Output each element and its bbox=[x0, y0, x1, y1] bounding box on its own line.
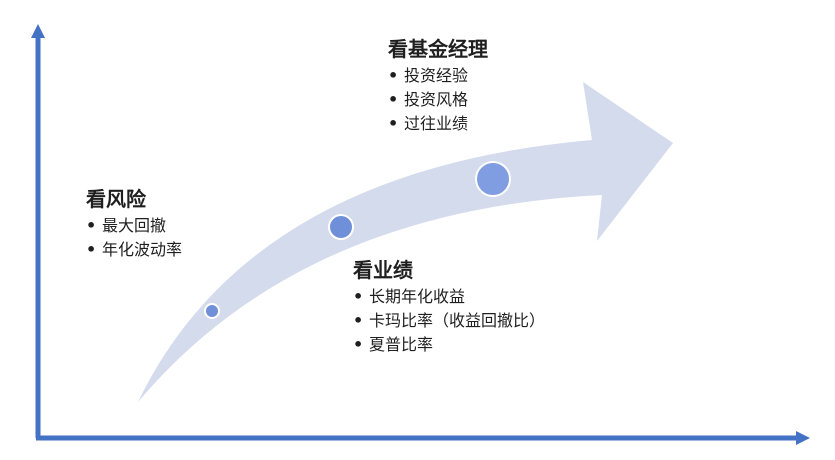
list-item: • 投资风格 bbox=[388, 88, 488, 112]
stage-manager: 看基金经理 • 投资经验 • 投资风格 • 过往业绩 bbox=[388, 36, 488, 136]
list-item-label: 夏普比率 bbox=[369, 335, 434, 354]
stage-dot-small bbox=[204, 303, 220, 319]
list-item: • 年化波动率 bbox=[86, 238, 182, 262]
stage-risk: 看风险 • 最大回撤 • 年化波动率 bbox=[86, 186, 182, 262]
growth-arrow-shape bbox=[138, 82, 673, 402]
list-item-label: 卡玛比率（收益回撤比） bbox=[369, 311, 546, 330]
axes bbox=[31, 24, 810, 445]
list-item: • 过往业绩 bbox=[388, 112, 488, 136]
bullet-icon: • bbox=[86, 216, 97, 235]
bullet-icon: • bbox=[86, 240, 97, 259]
stage-dot-large bbox=[475, 161, 511, 197]
bullet-icon: • bbox=[353, 287, 364, 306]
x-axis-arrowhead-icon bbox=[796, 431, 810, 445]
stage-performance: 看业绩 • 长期年化收益 • 卡玛比率（收益回撤比） • 夏普比率 bbox=[353, 257, 545, 357]
bullet-icon: • bbox=[353, 335, 364, 354]
list-item-label: 最大回撤 bbox=[102, 216, 167, 235]
stage-manager-list: • 投资经验 • 投资风格 • 过往业绩 bbox=[388, 64, 488, 136]
stage-dot-medium bbox=[328, 214, 354, 240]
list-item: • 卡玛比率（收益回撤比） bbox=[353, 309, 545, 333]
list-item: • 投资经验 bbox=[388, 64, 488, 88]
bullet-icon: • bbox=[353, 311, 364, 330]
list-item: • 夏普比率 bbox=[353, 333, 545, 357]
list-item: • 长期年化收益 bbox=[353, 285, 545, 309]
y-axis-arrowhead-icon bbox=[31, 24, 45, 38]
bullet-icon: • bbox=[388, 90, 399, 109]
list-item: • 最大回撤 bbox=[86, 214, 182, 238]
stage-performance-title: 看业绩 bbox=[353, 258, 413, 282]
bullet-icon: • bbox=[388, 66, 399, 85]
stage-risk-list: • 最大回撤 • 年化波动率 bbox=[86, 214, 182, 262]
list-item-label: 年化波动率 bbox=[102, 240, 183, 259]
list-item-label: 过往业绩 bbox=[404, 114, 469, 133]
list-item-label: 投资风格 bbox=[404, 90, 469, 109]
list-item-label: 投资经验 bbox=[404, 66, 469, 85]
stage-risk-title: 看风险 bbox=[86, 187, 146, 211]
stage-manager-title: 看基金经理 bbox=[388, 37, 488, 61]
bullet-icon: • bbox=[388, 114, 399, 133]
stage-performance-list: • 长期年化收益 • 卡玛比率（收益回撤比） • 夏普比率 bbox=[353, 285, 545, 357]
list-item-label: 长期年化收益 bbox=[369, 287, 466, 306]
